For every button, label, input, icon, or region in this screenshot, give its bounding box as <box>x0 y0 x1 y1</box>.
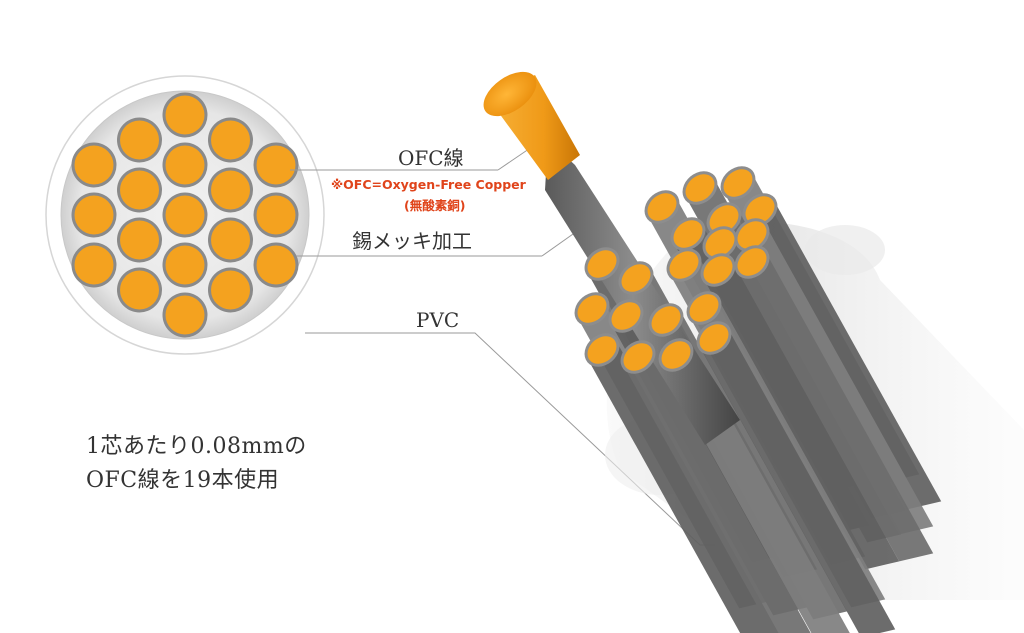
strand-end-copper <box>699 324 729 352</box>
strand-end-copper <box>669 251 699 279</box>
strand-tube <box>621 353 811 633</box>
strand-copper-core <box>165 145 205 185</box>
strand-end-copper <box>745 196 775 224</box>
strand-copper-core <box>211 220 250 260</box>
strand-end-copper <box>723 169 753 197</box>
strand-end-copper <box>673 220 703 248</box>
strand-tube <box>701 266 900 570</box>
cable-3d <box>483 71 1024 633</box>
strand-end-copper <box>587 336 617 364</box>
strand-copper-core <box>120 170 159 210</box>
strand-end-copper <box>661 341 691 369</box>
strand-copper-core <box>165 95 205 135</box>
description-line-1: 1芯あたり0.08mmの <box>86 434 307 459</box>
strand-end-copper <box>685 174 715 202</box>
label-tin-plating: 錫メッキ加工 <box>352 229 472 253</box>
copper-core-cap <box>483 71 537 117</box>
strand-copper-core <box>74 195 114 235</box>
label-ofc: OFC線 <box>398 146 464 170</box>
strand-end-copper <box>705 229 735 257</box>
label-pvc: PVC <box>416 308 460 332</box>
strand-copper-core <box>120 120 159 160</box>
strand-end-copper <box>709 205 739 233</box>
strand-copper-core <box>256 245 296 285</box>
strand-end-copper <box>623 343 653 371</box>
strand-tube <box>697 334 896 633</box>
strand-copper-core <box>120 270 159 310</box>
strand-end-copper <box>587 250 617 278</box>
strand-end-copper <box>703 256 733 284</box>
strand-end-copper <box>577 295 607 323</box>
strand-end-copper <box>689 294 719 322</box>
strand-copper-core <box>211 170 250 210</box>
strand-copper-core <box>165 195 205 235</box>
strand-copper-core <box>165 295 205 335</box>
strand-end-copper <box>621 264 651 292</box>
strand-copper-core <box>165 245 205 285</box>
strand-bundle <box>71 92 299 338</box>
strand-end-copper <box>737 248 767 276</box>
pvc-sheath-top-rim <box>805 225 885 275</box>
strand-copper-core <box>256 195 296 235</box>
strand-tube <box>585 346 779 633</box>
tinned-strand-protruding <box>545 140 740 445</box>
description-line-2: OFC線を19本使用 <box>86 468 280 493</box>
strand-copper-core <box>256 145 296 185</box>
strand-end-copper <box>737 221 767 249</box>
strand-end-copper <box>611 302 641 330</box>
strand-copper-core <box>211 270 250 310</box>
strand-copper-core <box>120 220 159 260</box>
strand-end-copper <box>647 193 677 221</box>
strand-tube <box>735 258 934 562</box>
strand-copper-core <box>74 245 114 285</box>
cross-section <box>45 75 325 355</box>
label-ofc-note: ※OFC=Oxygen-Free Copper <box>331 177 526 192</box>
strand-copper-core <box>74 145 114 185</box>
label-ofc-note-ja: (無酸素銅) <box>404 198 466 213</box>
strand-copper-core <box>211 120 250 160</box>
strand-end-copper <box>651 306 681 334</box>
